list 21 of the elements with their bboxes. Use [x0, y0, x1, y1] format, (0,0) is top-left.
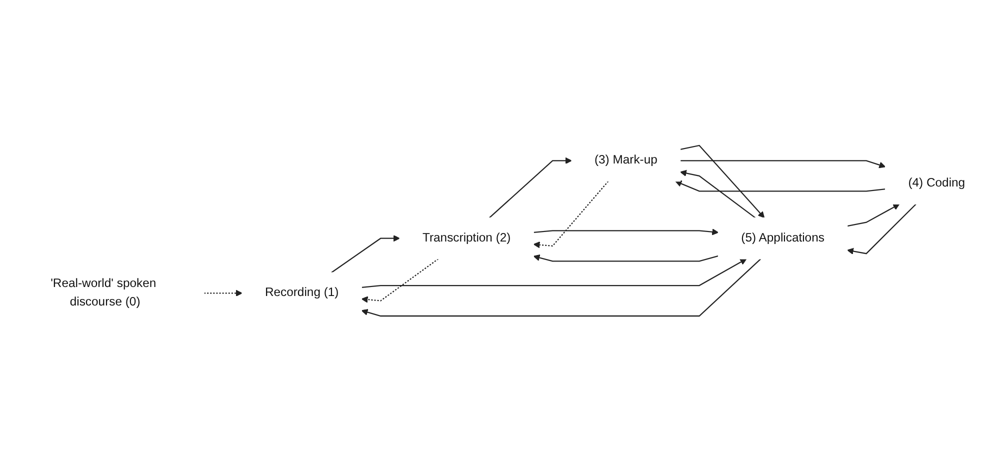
- arrow: [533, 254, 718, 262]
- arrow: [680, 170, 756, 218]
- arrow: [534, 228, 719, 236]
- node-text: 'Real-world' spoken discourse (0): [50, 277, 156, 308]
- arrow: [846, 204, 916, 254]
- node-text: (5) Applications: [741, 232, 824, 244]
- arrow: [362, 258, 747, 288]
- arrow: [361, 258, 439, 303]
- node-text: (4) Coding: [908, 176, 966, 190]
- arrow: [680, 144, 765, 218]
- node-text: Recording (1): [264, 286, 339, 300]
- arrow: [361, 258, 762, 317]
- node-text: (3) Mark-up: [594, 154, 658, 167]
- node-text: Transcription (2): [422, 232, 511, 244]
- arrow: [847, 204, 900, 227]
- arrow: [680, 160, 886, 168]
- arrow: [675, 180, 886, 192]
- arrow: [533, 180, 609, 248]
- arrow: [331, 235, 400, 274]
- arrow: [204, 290, 242, 297]
- arrow: [488, 157, 572, 218]
